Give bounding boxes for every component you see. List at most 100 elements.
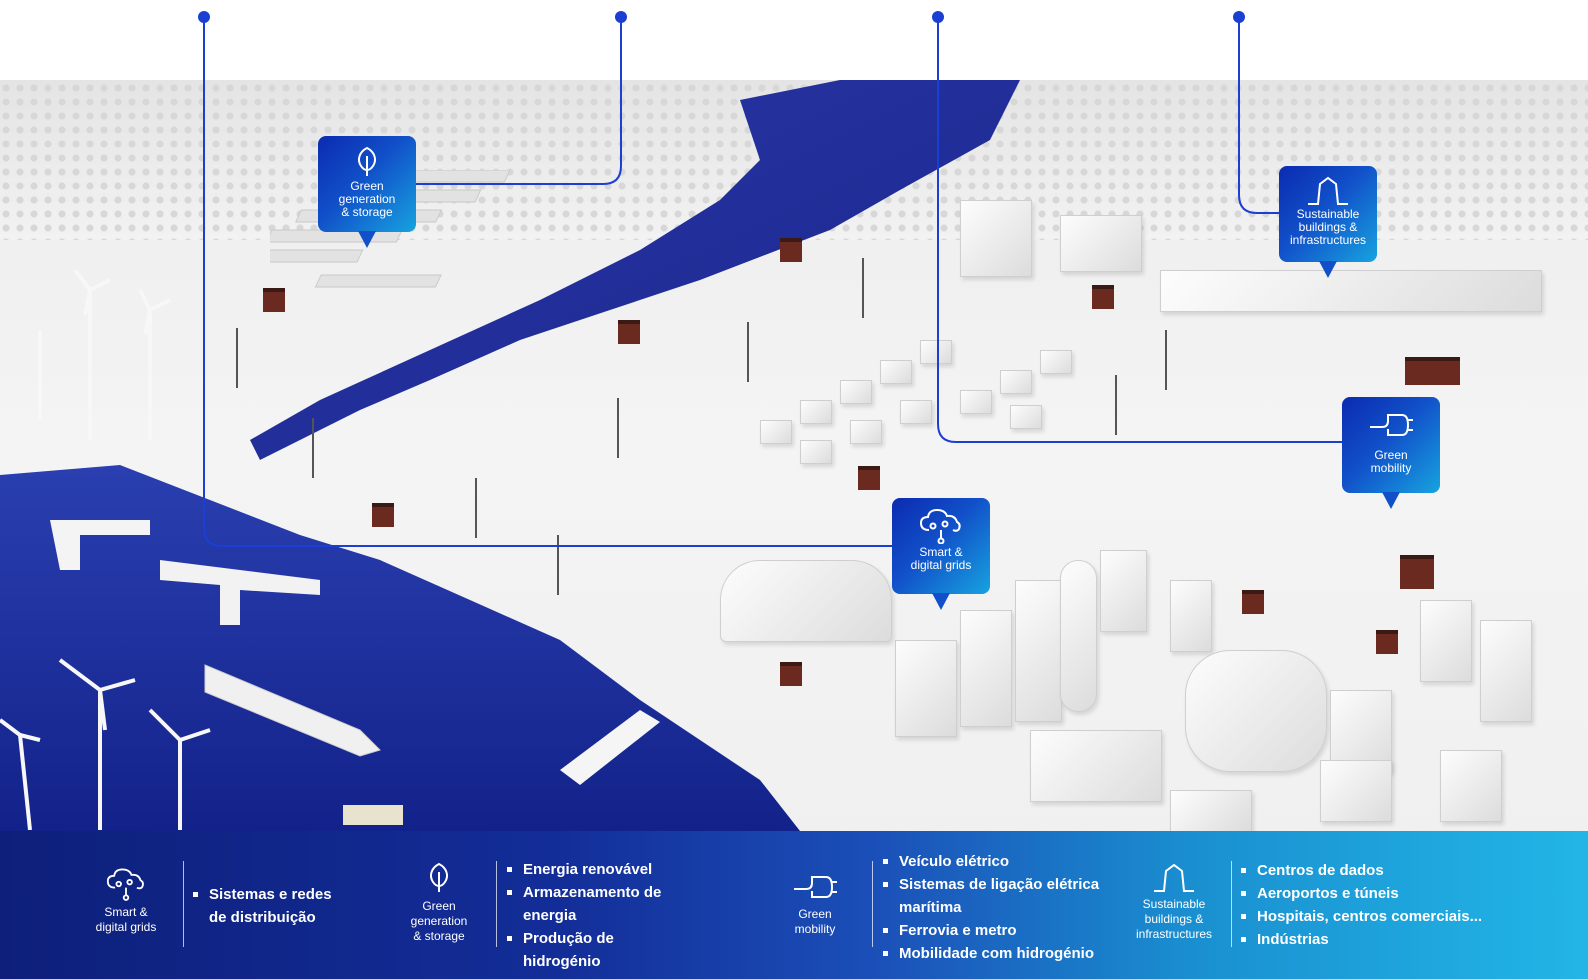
legend-item: Aeroportos e túneis	[1241, 882, 1501, 905]
house	[960, 390, 992, 414]
legend-divider	[872, 861, 873, 947]
substation-hut	[263, 288, 285, 312]
house	[850, 420, 882, 444]
legend-list-smart-grids: Sistemas e redes de distribuição	[193, 883, 353, 929]
substation-hut	[1405, 357, 1460, 385]
marker-label-line: digital grids	[910, 558, 972, 572]
legend-item: Armazenamento de energia	[507, 881, 687, 927]
rail-hangar	[720, 560, 892, 642]
power-pylon	[747, 322, 749, 382]
marker-label-line: infrastructures	[1289, 233, 1367, 247]
office-tower	[1030, 730, 1162, 802]
substation-hut	[780, 662, 802, 686]
power-pylon	[312, 418, 314, 478]
legend-item: Mobilidade com hidrogénio	[883, 942, 1123, 965]
marker-label: Sustainable buildings & infrastructures	[1279, 208, 1377, 247]
legend-item: Sistemas e redes de distribuição	[193, 883, 353, 929]
sea-water	[0, 80, 1020, 831]
legend-divider	[496, 861, 497, 947]
legend-item: Energia renovável	[507, 858, 687, 881]
legend-item: Hospitais, centros comerciais...	[1241, 905, 1501, 928]
industrial-plant	[960, 200, 1032, 277]
cloud-network-icon	[919, 508, 961, 544]
house	[760, 420, 792, 444]
legend-item: Indústrias	[1241, 928, 1501, 951]
marker-label: Smart & digital grids	[892, 546, 990, 572]
substation-hut	[1400, 555, 1434, 589]
legend-label-line: Smart &	[104, 905, 148, 919]
substation-hut	[1092, 285, 1114, 309]
cloud-network-icon	[106, 868, 144, 901]
leaf-icon	[430, 862, 448, 892]
legend-item: Centros de dados	[1241, 859, 1501, 882]
legend-item: Veículo elétrico	[883, 850, 1123, 873]
stadium	[1185, 650, 1327, 772]
building-outline-icon	[1308, 176, 1348, 205]
office-tower	[1100, 550, 1147, 632]
legend-item: Ferrovia e metro	[883, 919, 1123, 942]
house	[900, 400, 932, 424]
legend-list-sustainable-buildings: Centros de dados Aeroportos e túneis Hos…	[1241, 859, 1501, 951]
leaf-icon	[358, 146, 376, 176]
marker-smart-grids[interactable]: Smart & digital grids	[892, 498, 990, 610]
legend-label-line: Green	[798, 907, 832, 921]
plug-icon	[1370, 414, 1413, 436]
substation-hut	[372, 503, 394, 527]
legend-label-line: infrastructures	[1135, 927, 1213, 941]
marker-sustainable-buildings[interactable]: Sustainable buildings & infrastructures	[1279, 166, 1377, 278]
house	[840, 380, 872, 404]
house	[1010, 405, 1042, 429]
legend-label-line: Sustainable	[1142, 897, 1206, 911]
marker-green-generation[interactable]: Green generation & storage	[318, 136, 416, 248]
house	[1040, 350, 1072, 374]
legend-label-line: & storage	[413, 929, 465, 943]
marker-green-mobility[interactable]: Green mobility	[1342, 397, 1440, 509]
legend-label-line: digital grids	[95, 920, 157, 934]
plug-icon	[794, 876, 837, 898]
house	[800, 400, 832, 424]
legend-category-green-generation: Green generation & storage	[400, 861, 478, 944]
legend-label-line: mobility	[794, 922, 836, 936]
legend-category-green-mobility: Green mobility	[776, 871, 854, 937]
office-tower	[1440, 750, 1502, 822]
substation-hut	[858, 466, 880, 490]
building-outline-icon	[1154, 863, 1194, 892]
power-pylon	[1115, 375, 1117, 435]
legend-item: Sistemas de ligação elétrica marítima	[883, 873, 1123, 919]
legend-divider	[1231, 861, 1232, 947]
office-tower	[960, 610, 1012, 727]
house	[800, 440, 832, 464]
legend-divider	[183, 861, 184, 947]
legend-label-line: Green	[422, 899, 456, 913]
house	[880, 360, 912, 384]
house	[1000, 370, 1032, 394]
legend-item: Produção de hidrogénio	[507, 927, 687, 973]
power-pylon	[617, 398, 619, 458]
marker-label-line: mobility	[1370, 461, 1412, 475]
airport-terminal	[1160, 270, 1542, 312]
office-tower	[1420, 600, 1472, 682]
office-tower	[1170, 580, 1212, 652]
legend-bar: Smart & digital grids Sistemas e redes d…	[0, 831, 1588, 979]
marker-label-line: generation	[338, 192, 396, 206]
legend-label-line: buildings &	[1144, 912, 1204, 926]
substation-hut	[618, 320, 640, 344]
marker-label-line: Green	[350, 179, 384, 193]
marker-label-line: Sustainable	[1296, 207, 1360, 221]
wind-farm	[0, 270, 211, 830]
marker-label: Green generation & storage	[318, 180, 416, 219]
marker-label: Green mobility	[1342, 449, 1440, 475]
power-pylon	[236, 328, 238, 388]
marker-label-line: & storage	[341, 205, 393, 219]
legend-list-green-generation: Energia renovável Armazenamento de energ…	[507, 858, 687, 973]
power-pylon	[862, 258, 864, 318]
substation-hut	[1376, 630, 1398, 654]
substation-hut	[780, 238, 802, 262]
industrial-plant	[1060, 215, 1142, 272]
office-tower	[1480, 620, 1532, 722]
marker-label-line: buildings &	[1298, 220, 1358, 234]
power-pylon	[557, 535, 559, 595]
legend-category-smart-grids: Smart & digital grids	[86, 867, 166, 935]
